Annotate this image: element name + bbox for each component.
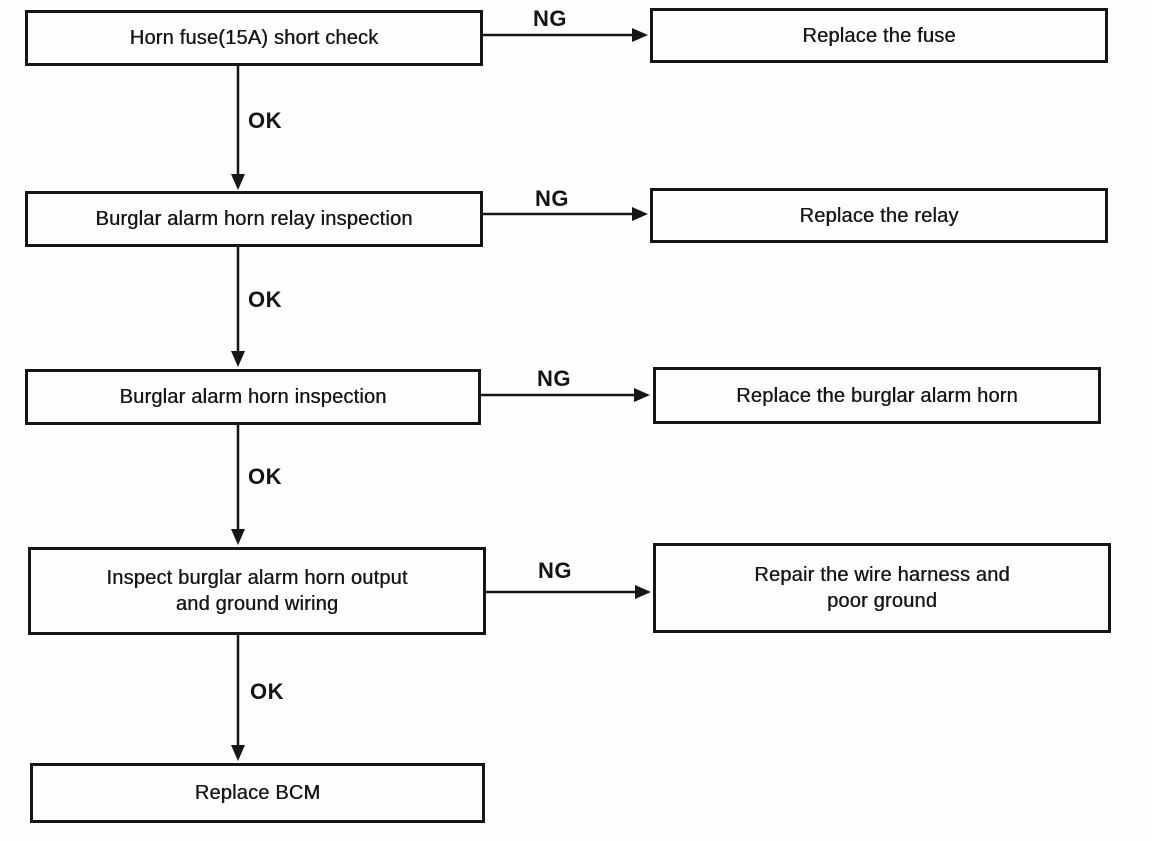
ok-arrow-2 <box>231 247 245 367</box>
action-box-repair-wire-harness: Repair the wire harness and poor ground <box>653 543 1111 633</box>
step-box-output-ground-wiring: Inspect burglar alarm horn output and gr… <box>28 547 486 635</box>
ng-label-3: NG <box>537 366 571 391</box>
action-label: Replace the fuse <box>802 24 956 47</box>
step-label: Burglar alarm horn relay inspection <box>95 208 413 230</box>
step-box-horn-fuse-check: Horn fuse(15A) short check <box>25 10 483 66</box>
ng-arrow-4 <box>486 585 651 599</box>
step-label: Replace BCM <box>194 782 321 804</box>
action-label: Repair the wire harness and poor ground <box>754 564 1010 612</box>
ok-arrow-1 <box>231 66 245 190</box>
action-box-replace-relay: Replace the relay <box>650 188 1108 243</box>
action-box-replace-fuse: Replace the fuse <box>650 8 1108 63</box>
ok-arrow-4 <box>231 635 245 761</box>
action-label: Replace the burglar alarm horn <box>736 384 1018 407</box>
step-label: Horn fuse(15A) short check <box>129 27 379 49</box>
ng-label-4: NG <box>538 558 572 583</box>
ng-label-1: NG <box>533 6 567 31</box>
ok-label-4: OK <box>250 679 284 704</box>
ng-label-2: NG <box>535 186 569 211</box>
action-box-replace-burglar-alarm-horn: Replace the burglar alarm horn <box>653 367 1101 424</box>
step-label: Burglar alarm horn inspection <box>119 386 387 408</box>
action-label: Replace the relay <box>799 204 959 227</box>
step-label: Inspect burglar alarm horn output and gr… <box>106 567 408 615</box>
step-box-horn-relay-inspection: Burglar alarm horn relay inspection <box>25 191 483 247</box>
ok-arrow-3 <box>231 425 245 545</box>
ok-label-3: OK <box>248 464 282 489</box>
step-box-replace-bcm: Replace BCM <box>30 763 485 823</box>
step-box-horn-inspection: Burglar alarm horn inspection <box>25 369 481 425</box>
ok-label-2: OK <box>248 287 282 312</box>
ok-label-1: OK <box>248 108 282 133</box>
